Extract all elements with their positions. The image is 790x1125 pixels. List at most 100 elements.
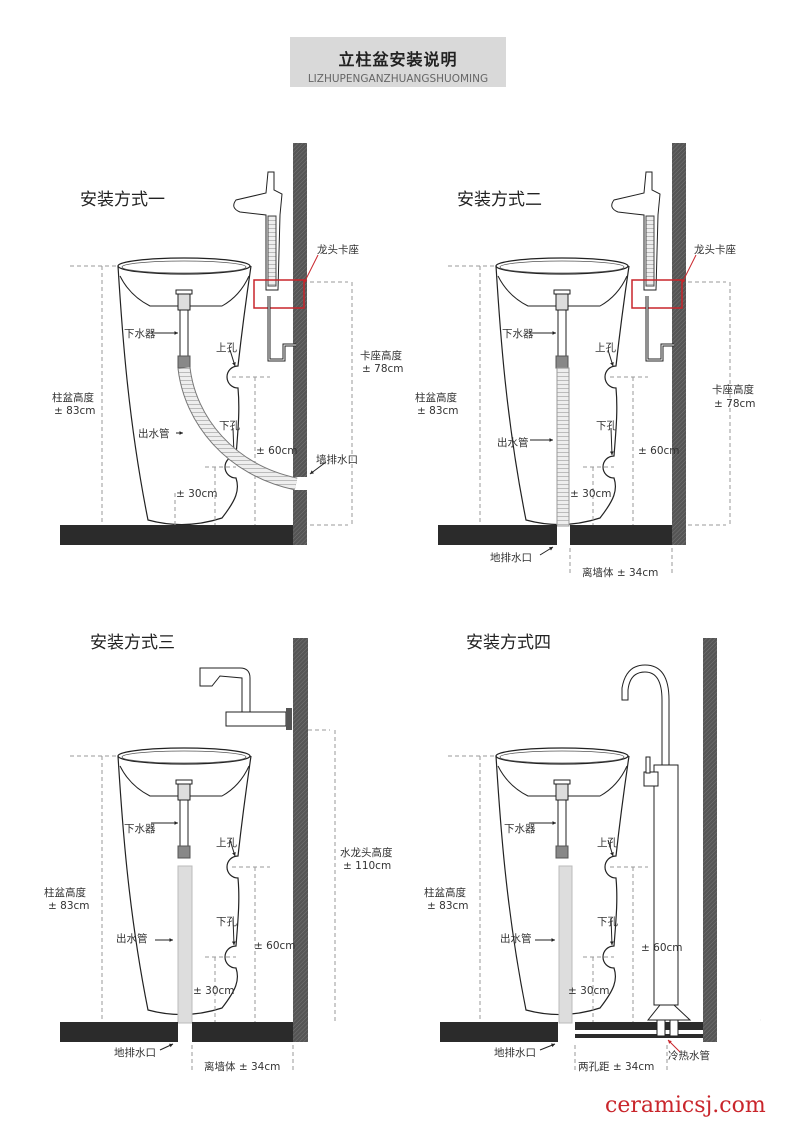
drain-pipe	[557, 309, 567, 357]
floor-slab	[575, 1022, 703, 1030]
label-basin-height: 柱盆高度	[44, 887, 86, 899]
drain-body	[177, 293, 191, 311]
floor-pipe-channel	[575, 1034, 703, 1038]
water-pipe-hot	[669, 1019, 679, 1037]
basin-rim-inner	[499, 260, 625, 274]
floor-slab	[440, 1022, 558, 1042]
basin-rim	[495, 257, 629, 275]
arrow-head	[174, 821, 178, 825]
page-title: 立柱盆安装说明	[338, 50, 458, 69]
faucet-hose	[267, 215, 277, 287]
label-upper-hole: 上孔	[597, 837, 618, 849]
arrow-head	[552, 821, 556, 825]
drain-pipe	[179, 309, 189, 357]
drain-body	[555, 293, 569, 311]
water-pipe-cold	[656, 1019, 666, 1037]
label-60cm: ± 60cm	[256, 445, 298, 457]
label-hole-distance: 两孔距 ± 34cm	[578, 1061, 655, 1073]
faucet-base	[646, 1004, 692, 1021]
label-lower-hole: 下孔	[216, 916, 237, 928]
label-lower-hole: 下孔	[596, 420, 617, 432]
wall	[293, 143, 307, 477]
label-faucet-height-value: ± 110cm	[343, 860, 392, 872]
panel-3-title: 安装方式三	[90, 633, 175, 653]
arrow-head	[232, 852, 236, 856]
label-basin-height-value: ± 83cm	[54, 405, 96, 417]
label-upper-hole: 上孔	[595, 342, 616, 354]
pipe-connector	[177, 355, 191, 369]
pointer-arrow	[681, 254, 697, 284]
label-seat-height: 卡座高度	[360, 350, 402, 362]
arrow-head	[303, 279, 308, 283]
drain-body	[555, 783, 569, 801]
arrow-head	[174, 331, 178, 335]
pipe-connector	[177, 845, 191, 859]
wall	[672, 143, 686, 545]
faucet-seat-highlight	[631, 279, 683, 309]
label-wall-drain: 墙排水口	[316, 454, 358, 466]
label-seat-height-value: ± 78cm	[362, 363, 404, 375]
label-outlet-pipe: 出水管	[497, 437, 529, 449]
label-30cm: ± 30cm	[568, 985, 610, 997]
label-basin-height: 柱盆高度	[415, 392, 457, 404]
panel-2-title: 安装方式二	[457, 190, 542, 210]
faucet-seat-highlight	[253, 279, 305, 309]
label-outlet-pipe: 出水管	[500, 933, 532, 945]
pointer-arrow	[610, 427, 613, 456]
label-basin-height-value: ± 83cm	[48, 900, 90, 912]
label-drain: 下水器	[502, 328, 534, 340]
pop-up-drain-cap	[175, 779, 193, 785]
label-outlet-pipe: 出水管	[138, 428, 170, 440]
floor-slab	[192, 1022, 293, 1042]
arrow-head	[169, 938, 173, 942]
label-30cm: ± 30cm	[193, 985, 235, 997]
arrow-head	[231, 941, 236, 945]
basin-rim-inner	[121, 260, 247, 274]
arrow-head	[610, 852, 614, 856]
arrow-head	[179, 431, 183, 435]
label-60cm: ± 60cm	[254, 940, 296, 952]
header-banner: 立柱盆安装说明 LIZHUPENGANZHUANGSHUOMING	[290, 37, 506, 87]
arrow-head	[310, 470, 314, 474]
label-lower-hole: 下孔	[219, 420, 240, 432]
arrow-head	[551, 938, 555, 942]
label-basin-height: 柱盆高度	[52, 392, 94, 404]
arrow-head	[169, 1043, 173, 1048]
faucet-mount	[225, 711, 287, 727]
label-faucet-seat: 龙头卡座	[694, 244, 736, 256]
arrow-head	[551, 1043, 555, 1048]
label-faucet-height: 水龙头高度	[340, 847, 393, 859]
label-drain: 下水器	[504, 823, 536, 835]
faucet-handle	[645, 756, 651, 774]
label-60cm: ± 60cm	[638, 445, 680, 457]
wall-flange	[286, 708, 292, 730]
drain-hose	[556, 367, 570, 527]
faucet-handle-base	[643, 771, 659, 787]
label-lower-hole: 下孔	[597, 916, 618, 928]
basin-rim-inner	[121, 750, 247, 764]
arrow-head	[609, 941, 614, 945]
label-wall-distance: 离墙体 ± 34cm	[204, 1061, 281, 1073]
label-basin-height-value: ± 83cm	[417, 405, 459, 417]
floor-slab	[570, 525, 672, 545]
pointer-arrow	[303, 254, 319, 284]
page-subtitle: LIZHUPENGANZHUANGSHUOMING	[307, 73, 489, 85]
floor-slab	[60, 525, 293, 545]
arrow-head	[609, 451, 614, 455]
wall	[293, 638, 308, 1042]
label-30cm: ± 30cm	[570, 488, 612, 500]
label-upper-hole: 上孔	[216, 342, 237, 354]
pipe-connector	[555, 355, 569, 369]
basin-rim	[495, 747, 629, 765]
wall	[293, 490, 307, 545]
label-outlet-pipe: 出水管	[116, 933, 148, 945]
faucet-hose	[645, 215, 655, 287]
label-basin-height: 柱盆高度	[424, 887, 466, 899]
p-trap-inner	[646, 296, 674, 361]
watermark: ceramicsj.com	[605, 1093, 766, 1118]
arrow-head	[681, 279, 686, 283]
label-seat-height-value: ± 78cm	[714, 398, 756, 410]
wall-faucet	[199, 667, 251, 713]
